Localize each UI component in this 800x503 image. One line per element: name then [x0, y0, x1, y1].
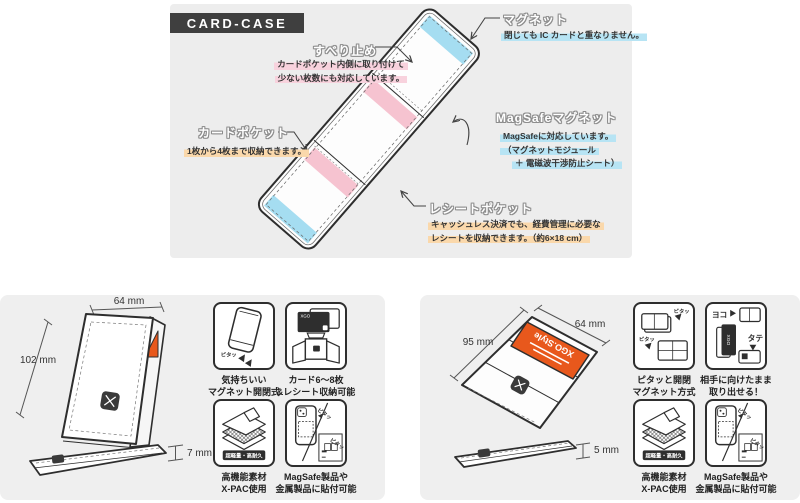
label-card-pocket: カードポケット — [198, 124, 289, 142]
arrow-card-pocket — [278, 131, 307, 151]
feature-xpac-material: 超軽量・高耐久 高機能素材 X-PAC使用 — [633, 399, 695, 495]
arrow-magnet — [471, 17, 500, 39]
flat-case-art: XGO.Style — [449, 304, 611, 468]
feature-caption: MagSafe製品や 金属製品に貼付可能 — [695, 472, 777, 495]
cards-icon: XGO — [285, 302, 347, 370]
label-receipt-pocket-desc: キャッシュレス決済でも、経費管理に必要な レシートを収納できます。（約6×18 … — [428, 218, 604, 245]
label-receipt-pocket: レシートポケット — [429, 200, 533, 218]
label-grip-desc: カードポケット内側に取り付けて 少ない枚数にも対応しています。 — [266, 58, 416, 83]
diagram-board: CARD-CASE すべり止め カードポケット内側に取り付けて 少ない枚数にも対… — [170, 4, 648, 258]
label-magnet-desc: 閉じても IC カードと重なりません。 — [501, 29, 648, 43]
svg-text:ピタッ: ピタッ — [674, 307, 690, 315]
trifold-case-diagram — [257, 8, 500, 250]
feature-magnet-close: ピタッ ピタッ ピタッと開閉 マグネット方式 — [632, 302, 696, 398]
label-magnet-title: マグネット — [503, 13, 569, 27]
grip-strip-pink-lower — [304, 147, 359, 198]
magnet-strip-blue-bottom — [264, 194, 318, 244]
brand-card — [510, 321, 590, 380]
magsafe-attach-icon: ピタッ ピタッ — [705, 399, 767, 467]
dimension-lines — [449, 304, 611, 460]
logo-patch — [510, 375, 530, 395]
dim-height: 102 mm — [19, 355, 57, 366]
side-view — [29, 444, 167, 476]
dimension-lines — [15, 301, 184, 462]
svg-text:XGO: XGO — [725, 334, 731, 345]
arrow-grip — [375, 46, 412, 62]
label-magsafe: MagSafeマグネット — [496, 109, 617, 127]
magnet-close-icon: ピタッ ピタッ — [633, 302, 695, 370]
feature-magsafe-attach: ピタッ ピタッ MagSafe製品や 金属製品に貼付可能 — [275, 399, 357, 495]
feature-card-capacity: XGO カード6～8枚 &レシート収納可能 — [277, 302, 355, 398]
svg-text:タテ: タテ — [748, 333, 764, 343]
label-grip-title: すべり止め — [313, 44, 378, 58]
flat-case: XGO.Style — [461, 316, 598, 429]
magnet-close-icon: ピタッ — [213, 302, 275, 370]
dim-height: 95 mm — [462, 337, 494, 348]
label-magnet: マグネット — [503, 11, 568, 29]
xpac-material-icon: 超軽量・高耐久 — [633, 399, 695, 467]
product-title-text: CARD-CASE — [186, 15, 288, 31]
svg-text:XGO: XGO — [301, 314, 311, 319]
feature-caption: カード6～8枚 &レシート収納可能 — [276, 375, 356, 398]
logo-patch — [100, 391, 120, 411]
feature-caption: 相手に向けたまま 取り出せる！ — [700, 375, 772, 398]
feature-xpac-material: 超軽量・高耐久 高機能素材 X-PAC使用 — [213, 399, 275, 495]
magsafe-attach-icon: ピタッ ピタッ — [285, 399, 347, 467]
svg-text:ピタッ: ピタッ — [736, 406, 754, 422]
arrow-receipt-pocket — [401, 191, 426, 207]
feature-caption: 高機能素材 X-PAC使用 — [641, 472, 687, 495]
side-view — [454, 440, 577, 468]
label-card-pocket-desc: 1枚から4枚まで収納できます。 — [184, 145, 310, 159]
svg-text:超軽量・高耐久: 超軽量・高耐久 — [224, 452, 263, 460]
label-card-pocket-title: カードポケット — [198, 126, 290, 140]
feature-caption: MagSafe製品や 金属製品に貼付可能 — [275, 472, 357, 495]
svg-text:ピタッ: ピタッ — [639, 335, 655, 343]
dim-width: 64 mm — [113, 296, 145, 307]
feature-orientation: ヨコ XGO タテ 相手に向けたまま 取り出せる！ — [700, 302, 772, 398]
svg-text:ピタッ: ピタッ — [316, 406, 334, 422]
dim-thickness: 5 mm — [594, 445, 619, 456]
product-title: CARD-CASE — [170, 13, 304, 33]
feature-caption: ピタッと開閉 マグネット方式 — [632, 375, 696, 398]
svg-text:ピタッ: ピタッ — [221, 350, 237, 358]
label-magsafe-desc: MagSafeに対応しています。 （マグネットモジュール ＋ 電磁波干渉防止シー… — [500, 130, 623, 171]
xpac-material-icon: 超軽量・高耐久 — [213, 399, 275, 467]
dim-width: 64 mm — [574, 319, 606, 330]
feature-magnet-close: ピタッ 気持ちいい マグネット開閉式 — [208, 302, 280, 398]
trifold-case-art — [257, 8, 480, 250]
dim-thickness: 7 mm — [187, 448, 212, 459]
svg-text:超軽量・高耐久: 超軽量・高耐久 — [644, 452, 683, 460]
orientation-icon: ヨコ XGO タテ — [705, 302, 767, 370]
label-magsafe-title: MagSafeマグネット — [496, 111, 618, 125]
feature-caption: 高機能素材 X-PAC使用 — [221, 472, 267, 495]
label-grip: すべり止め — [313, 42, 377, 60]
label-receipt-pocket-title: レシートポケット — [429, 202, 534, 216]
folded-case-art — [15, 301, 184, 476]
spec-panel-folded: 64 mm 102 mm 7 mm ピタッ 気持ちいい マグネット開閉式 — [0, 295, 385, 500]
grip-strip-pink-upper — [363, 79, 418, 130]
feature-caption: 気持ちいい マグネット開閉式 — [207, 375, 280, 398]
feature-magsafe-attach: ピタッ ピタッ MagSafe製品や 金属製品に貼付可能 — [695, 399, 777, 495]
arrow-magsafe — [453, 119, 470, 146]
standing-case — [61, 313, 166, 449]
magnet-strip-blue-top — [419, 15, 474, 65]
spec-panel-flat: XGO.Style 64 mm 95 mm 5 mm ピタッ — [420, 295, 800, 500]
svg-text:ヨコ: ヨコ — [712, 311, 727, 320]
